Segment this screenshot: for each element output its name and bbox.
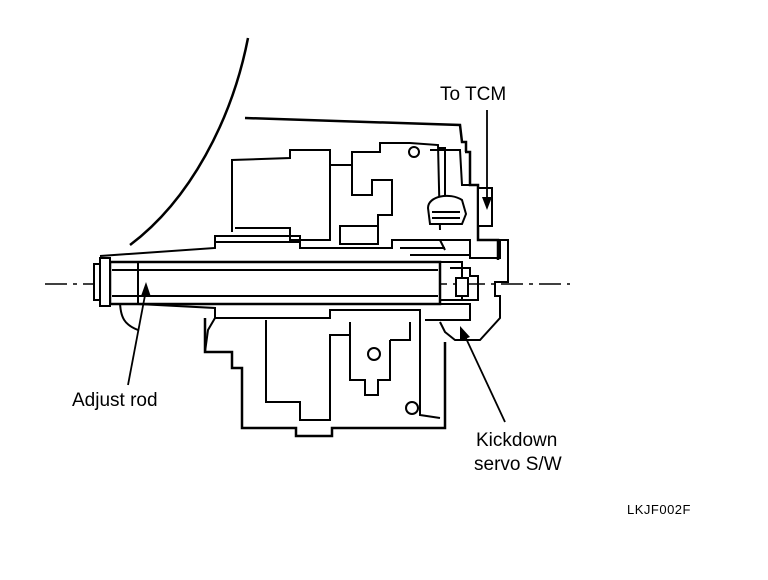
lower-slot (349, 335, 391, 396)
upper-body-outline (231, 142, 441, 232)
lower-chamfer (204, 317, 216, 353)
lower-shaft-band (137, 303, 421, 322)
tcm-connector-body (477, 187, 493, 227)
tcm-wire-outline (465, 150, 500, 260)
upper-flange (430, 149, 470, 186)
rod-end-nut2 (99, 257, 111, 307)
top-cover (244, 116, 468, 152)
kickdown-label-line1: Kickdown (476, 430, 558, 451)
kickdown-leader (463, 333, 506, 423)
servo-switch-housing (439, 239, 509, 341)
kickdown-arrowhead (460, 326, 470, 341)
upper-slot (351, 165, 393, 226)
kickdown-label-line2: servo S/W (474, 454, 562, 475)
lower-right-wall (419, 322, 441, 419)
upper-shaft-band (99, 235, 446, 257)
upper-bolt-hole (408, 146, 420, 158)
switch-element (455, 277, 469, 297)
lower-body-outline (203, 318, 447, 438)
figure-code: LKJF002F (627, 502, 691, 517)
upper-inner-step (235, 165, 331, 241)
to-tcm-label: To TCM (440, 84, 507, 105)
lower-bolt-hole1 (367, 347, 381, 361)
adjust-rod-shaft (108, 260, 442, 306)
connector-cap (426, 194, 468, 225)
servo-inner2 (450, 267, 479, 301)
lower-inner-wall (265, 320, 351, 421)
tcm-arrowhead (482, 197, 492, 210)
adjust-rod-leader (127, 289, 147, 386)
lower-bolt-hole2 (405, 401, 419, 415)
adjust-rod-label: Adjust rod (72, 390, 158, 411)
lower-step (390, 322, 411, 341)
housing-curve (129, 37, 250, 246)
servo-inner3 (420, 303, 471, 321)
adjust-rod-arrowhead (141, 282, 151, 297)
upper-small-block (339, 225, 379, 245)
